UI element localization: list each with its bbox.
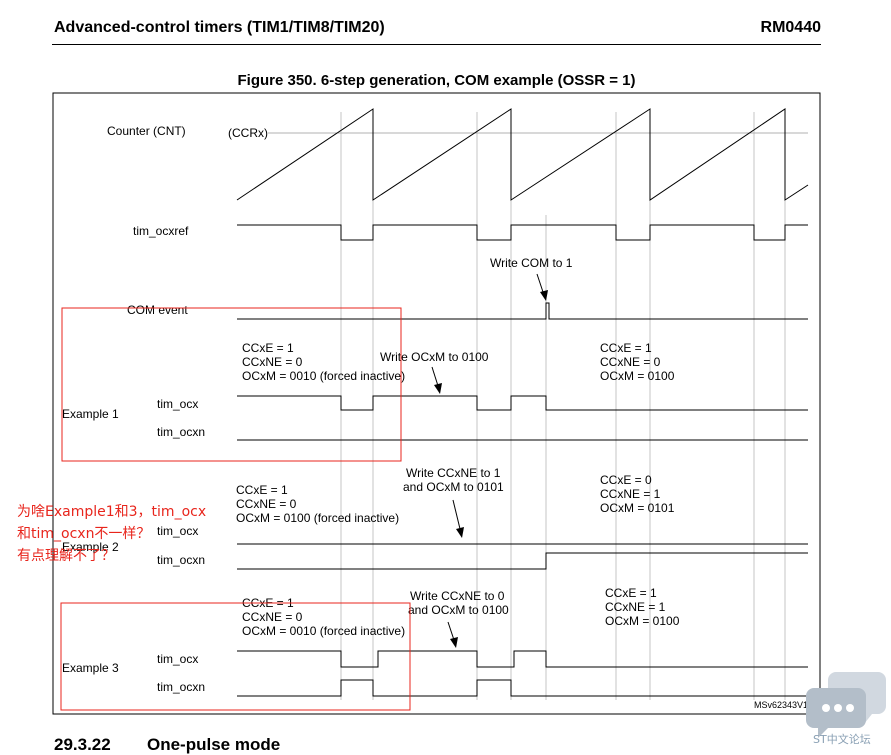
write-com-annotation: Write COM to 1 — [490, 256, 573, 270]
ex1-before-line1: CCxE = 1 — [242, 341, 294, 355]
ex1-ocx-label: tim_ocx — [157, 397, 198, 411]
ex2-after-line3: OCxM = 0101 — [600, 501, 675, 515]
ex1-arrowhead — [434, 383, 442, 394]
figure-title: Figure 350. 6-step generation, COM examp… — [237, 72, 636, 89]
com-event-waveform — [237, 302, 808, 320]
chat-bubble-icon — [806, 672, 886, 738]
ex2-ocxn-label: tim_ocxn — [157, 553, 205, 567]
ex3-after-line1: CCxE = 1 — [605, 586, 657, 600]
ex3-after-line2: CCxNE = 1 — [605, 600, 666, 614]
ex2-after-line2: CCxNE = 1 — [600, 487, 661, 501]
ex2-arrow — [452, 499, 462, 534]
ex3-ocxn-waveform — [237, 679, 808, 697]
ex2-ocx-label: tim_ocx — [157, 524, 198, 538]
overlay-question-line1: 为啥Example1和3，tim_ocx — [17, 504, 207, 520]
ex2-before-line1: CCxE = 1 — [236, 483, 288, 497]
ex3-ocxn-label: tim_ocxn — [157, 680, 205, 694]
ex1-after-line2: CCxNE = 0 — [600, 355, 661, 369]
ex3-ocx-waveform — [237, 650, 808, 668]
page-header-docref: RM0440 — [760, 19, 821, 36]
counter-waveform — [236, 108, 809, 201]
section-heading: 29.3.22 One-pulse mode — [54, 735, 280, 755]
ex1-ocxn-label: tim_ocxn — [157, 425, 205, 439]
ex1-before-line3: OCxM = 0010 (forced inactive) — [242, 369, 405, 383]
overlay-question: 为啥Example1和3，tim_ocx 和tim_ocxn不一样？ 有点理解不… — [17, 501, 206, 567]
ocxref-waveform — [237, 224, 808, 241]
ex2-arrowhead — [456, 527, 464, 538]
diagram-frame — [52, 92, 821, 715]
section-title: One-pulse mode — [147, 735, 281, 754]
counter-label: Counter (CNT) — [107, 124, 186, 138]
ex3-write-annotation-line2: and OCxM to 0100 — [408, 603, 509, 617]
write-com-arrowhead — [540, 290, 548, 301]
overlay-question-line2: 和tim_ocxn不一样？ — [17, 526, 151, 542]
ex1-label: Example 1 — [62, 407, 119, 421]
ex3-before-line3: OCxM = 0010 (forced inactive) — [242, 624, 405, 638]
ex2-write-annotation-line2: and OCxM to 0101 — [403, 480, 504, 494]
highlight-box-example1 — [61, 307, 402, 462]
watermark-label: ST中文论坛 — [813, 733, 871, 746]
ex2-before-line3: OCxM = 0100 (forced inactive) — [236, 511, 399, 525]
ex1-ocx-waveform — [237, 395, 808, 411]
ex2-write-annotation-line1: Write CCxNE to 1 — [406, 466, 501, 480]
ex2-before-line2: CCxNE = 0 — [236, 497, 297, 511]
ex3-write-annotation-line1: Write CCxNE to 0 — [410, 589, 505, 603]
ex2-ocxn-waveform — [237, 552, 808, 570]
ex1-before-line2: CCxNE = 0 — [242, 355, 303, 369]
ex3-after-line3: OCxM = 0100 — [605, 614, 680, 628]
figure-code: MSv62343V1 — [754, 700, 808, 710]
ex1-write-annotation: Write OCxM to 0100 — [380, 350, 489, 364]
overlay-question-line3: 有点理解不了？ — [17, 548, 115, 564]
ocxref-label: tim_ocxref — [133, 224, 189, 238]
ccrx-label: (CCRx) — [228, 126, 268, 140]
header-rule — [52, 44, 821, 45]
ex3-ocx-label: tim_ocx — [157, 652, 198, 666]
ex1-after-line3: OCxM = 0100 — [600, 369, 675, 383]
highlight-box-example3 — [60, 602, 411, 711]
page-header-title: Advanced-control timers (TIM1/TIM8/TIM20… — [54, 19, 385, 36]
ex3-arrowhead — [450, 637, 458, 648]
ex1-after-line1: CCxE = 1 — [600, 341, 652, 355]
ex2-after-line1: CCxE = 0 — [600, 473, 652, 487]
section-number: 29.3.22 — [54, 735, 111, 754]
ex3-before-line2: CCxNE = 0 — [242, 610, 303, 624]
ex3-label: Example 3 — [62, 661, 119, 675]
ex2-label: Example 2 — [62, 540, 119, 554]
com-event-label: COM event — [127, 303, 188, 317]
